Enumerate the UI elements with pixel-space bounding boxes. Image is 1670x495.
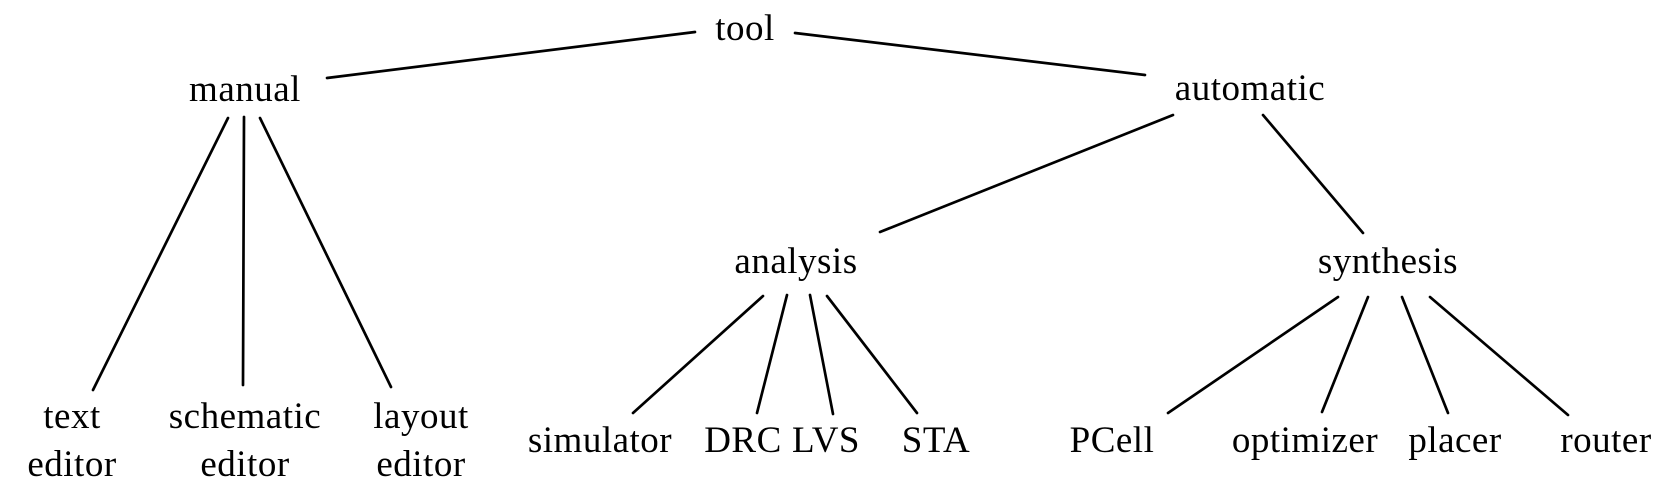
edge-tool-manual — [325, 30, 697, 80]
edge-synthesis-pcell — [1166, 295, 1340, 415]
edge-analysis-drc — [755, 293, 789, 415]
node-text-editor: text editor — [27, 393, 116, 489]
node-tool-label-line: tool — [715, 8, 775, 49]
edge-manual-schematic-editor — [241, 115, 246, 387]
node-synthesis: synthesis — [1318, 238, 1458, 286]
node-router: router — [1560, 417, 1651, 465]
node-sta-label-line: STA — [901, 420, 971, 461]
edge-automatic-analysis — [878, 113, 1175, 234]
edge-manual-text-editor — [91, 116, 230, 392]
edge-analysis-simulator — [631, 294, 765, 415]
node-lvs-label-line: LVS — [791, 420, 861, 461]
edge-synthesis-router — [1428, 295, 1570, 417]
edge-tool-automatic — [793, 31, 1147, 77]
node-pcell-label-line: PCell — [1069, 420, 1155, 461]
node-synthesis-label-line: synthesis — [1317, 241, 1459, 282]
node-automatic-label-line: automatic — [1174, 68, 1326, 109]
node-schematic-editor-label-line: schematic — [168, 396, 322, 437]
node-analysis-label-line: analysis — [734, 241, 858, 282]
node-tool: tool — [715, 5, 775, 53]
node-drc: DRC — [704, 417, 782, 465]
node-manual-label-line: manual — [189, 69, 301, 110]
node-manual: manual — [189, 66, 301, 114]
edge-automatic-synthesis — [1261, 113, 1365, 235]
node-sta: STA — [902, 417, 970, 465]
node-router-label-line: router — [1560, 420, 1652, 461]
node-layout-editor: layout editor — [373, 393, 468, 489]
edge-analysis-sta — [825, 294, 919, 415]
node-layout-editor-label-line: editor — [376, 444, 466, 485]
edge-manual-layout-editor — [258, 116, 393, 389]
node-schematic-editor: schematic editor — [169, 393, 321, 489]
node-optimizer: optimizer — [1232, 417, 1378, 465]
node-pcell: PCell — [1070, 417, 1155, 465]
node-lvs: LVS — [792, 417, 860, 465]
edge-synthesis-optimizer — [1320, 295, 1370, 414]
node-drc-label-line: DRC — [704, 420, 782, 461]
node-text-editor-label-line: text — [43, 396, 101, 437]
node-automatic: automatic — [1175, 65, 1325, 113]
edge-analysis-lvs — [808, 293, 835, 416]
node-optimizer-label-line: optimizer — [1231, 420, 1379, 461]
node-simulator-label-line: simulator — [527, 420, 673, 461]
node-schematic-editor-label-line: editor — [200, 444, 290, 485]
node-layout-editor-label-line: layout — [373, 396, 469, 437]
edge-synthesis-placer — [1400, 295, 1450, 415]
node-placer: placer — [1408, 417, 1501, 465]
node-simulator: simulator — [528, 417, 672, 465]
node-text-editor-label-line: editor — [27, 444, 117, 485]
node-placer-label-line: placer — [1408, 420, 1502, 461]
node-analysis: analysis — [734, 238, 857, 286]
